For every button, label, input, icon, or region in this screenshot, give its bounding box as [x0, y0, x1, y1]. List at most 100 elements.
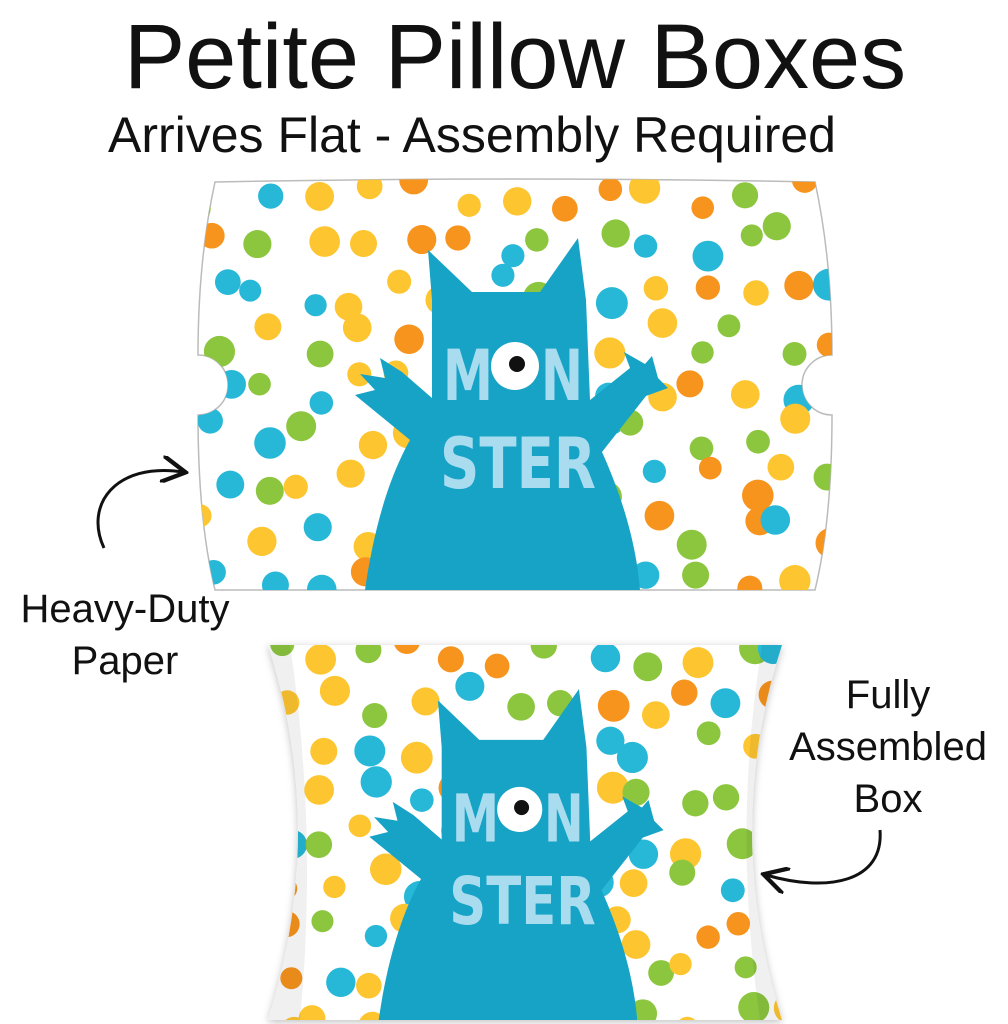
monster-letter-n: N	[544, 781, 584, 858]
polka-dot	[815, 527, 832, 559]
polka-dot	[286, 411, 317, 442]
polka-dot	[616, 741, 648, 774]
polka-dot	[387, 269, 412, 294]
polka-dot	[394, 324, 424, 355]
callout-assembled-line2: Assembled	[789, 725, 987, 769]
polka-dot	[283, 474, 308, 499]
monster-artwork: M N STER	[369, 689, 664, 1020]
polka-dot	[698, 456, 722, 480]
polka-dot	[354, 735, 386, 767]
polka-dot	[821, 370, 832, 403]
polka-dot	[726, 912, 751, 936]
polka-dot	[619, 869, 648, 898]
polka-dot	[743, 280, 769, 306]
polka-dot	[816, 332, 832, 358]
polka-dot	[551, 195, 578, 222]
flat-pillow-box: M N STER	[197, 178, 860, 591]
monster-letter-m: M	[443, 336, 493, 417]
polka-dot	[407, 224, 437, 255]
polka-dot	[601, 219, 630, 248]
polka-dot	[306, 574, 337, 590]
polka-dot	[306, 340, 334, 368]
polka-dot	[364, 924, 388, 948]
polka-dot	[258, 183, 284, 209]
polka-dot	[692, 240, 724, 272]
polka-dot	[595, 287, 628, 320]
polka-dot	[268, 728, 286, 752]
polka-dot	[762, 212, 791, 241]
polka-dot	[198, 504, 212, 528]
monster-word-ster: STER	[449, 863, 596, 940]
polka-dot	[309, 391, 334, 415]
polka-dot	[622, 778, 650, 806]
polka-dot	[780, 921, 782, 950]
monster-illustration: M N STER	[355, 238, 668, 590]
polka-dot	[360, 766, 392, 798]
polka-dot	[835, 410, 860, 435]
polka-dot	[738, 992, 770, 1020]
polka-dot	[695, 275, 721, 300]
polka-dot	[247, 526, 277, 556]
polka-dot	[304, 775, 335, 805]
polka-dot	[348, 814, 372, 838]
polka-dot	[676, 370, 704, 398]
polka-dot	[484, 653, 510, 679]
polka-dot	[621, 930, 651, 959]
polka-dot	[746, 429, 770, 454]
polka-dot	[642, 701, 670, 729]
polka-dot	[457, 193, 481, 217]
arrow-icon	[766, 829, 882, 883]
monster-illustration: M N STER	[369, 689, 664, 1020]
polka-dot	[254, 427, 286, 459]
polka-dot	[737, 575, 763, 590]
polka-dot	[782, 342, 807, 366]
polka-dot	[342, 313, 372, 343]
polka-dot	[437, 646, 464, 673]
polka-dot	[742, 479, 774, 512]
polka-dot	[326, 967, 356, 998]
polka-dot	[720, 878, 745, 903]
polka-dot	[776, 976, 782, 1008]
polka-dot	[356, 179, 383, 200]
polka-dot	[596, 771, 629, 804]
monster-letter-n: N	[541, 336, 583, 417]
polka-dot	[731, 182, 759, 209]
monster-artwork: M N STER	[355, 238, 668, 590]
polka-dot	[347, 362, 372, 387]
polka-dot	[691, 196, 714, 219]
polka-dot	[628, 839, 659, 869]
polka-dot	[813, 463, 832, 491]
polka-dot	[445, 225, 471, 251]
polka-dot	[598, 179, 623, 202]
polka-dot	[311, 910, 334, 933]
polka-dot	[199, 222, 225, 249]
polka-dot	[216, 470, 245, 499]
polka-dot	[305, 831, 333, 858]
polka-dot	[648, 960, 674, 986]
polka-dot	[643, 276, 669, 301]
polka-dot	[298, 1005, 326, 1020]
polka-dot	[590, 645, 621, 673]
polka-dot	[399, 179, 429, 195]
polka-dot	[358, 430, 388, 460]
polka-dot	[597, 690, 630, 722]
polka-dot	[370, 853, 402, 886]
polka-dot	[198, 196, 211, 222]
polka-dot	[239, 279, 262, 302]
polka-dot	[356, 972, 382, 999]
polka-dot	[647, 308, 678, 338]
callout-paper-line2: Paper	[72, 639, 179, 683]
polka-dot	[349, 230, 378, 258]
polka-dot	[691, 341, 714, 364]
polka-dot	[243, 229, 272, 259]
callout-paper-line1: Heavy-Duty	[21, 587, 230, 631]
page-title: Petite Pillow Boxes	[124, 6, 906, 108]
polka-dot	[633, 652, 663, 682]
polka-dot	[203, 335, 236, 368]
polka-dot	[676, 529, 707, 560]
polka-dot	[525, 228, 549, 252]
polka-dot	[740, 224, 763, 247]
polka-dot	[217, 370, 246, 399]
polka-dot	[400, 741, 433, 774]
